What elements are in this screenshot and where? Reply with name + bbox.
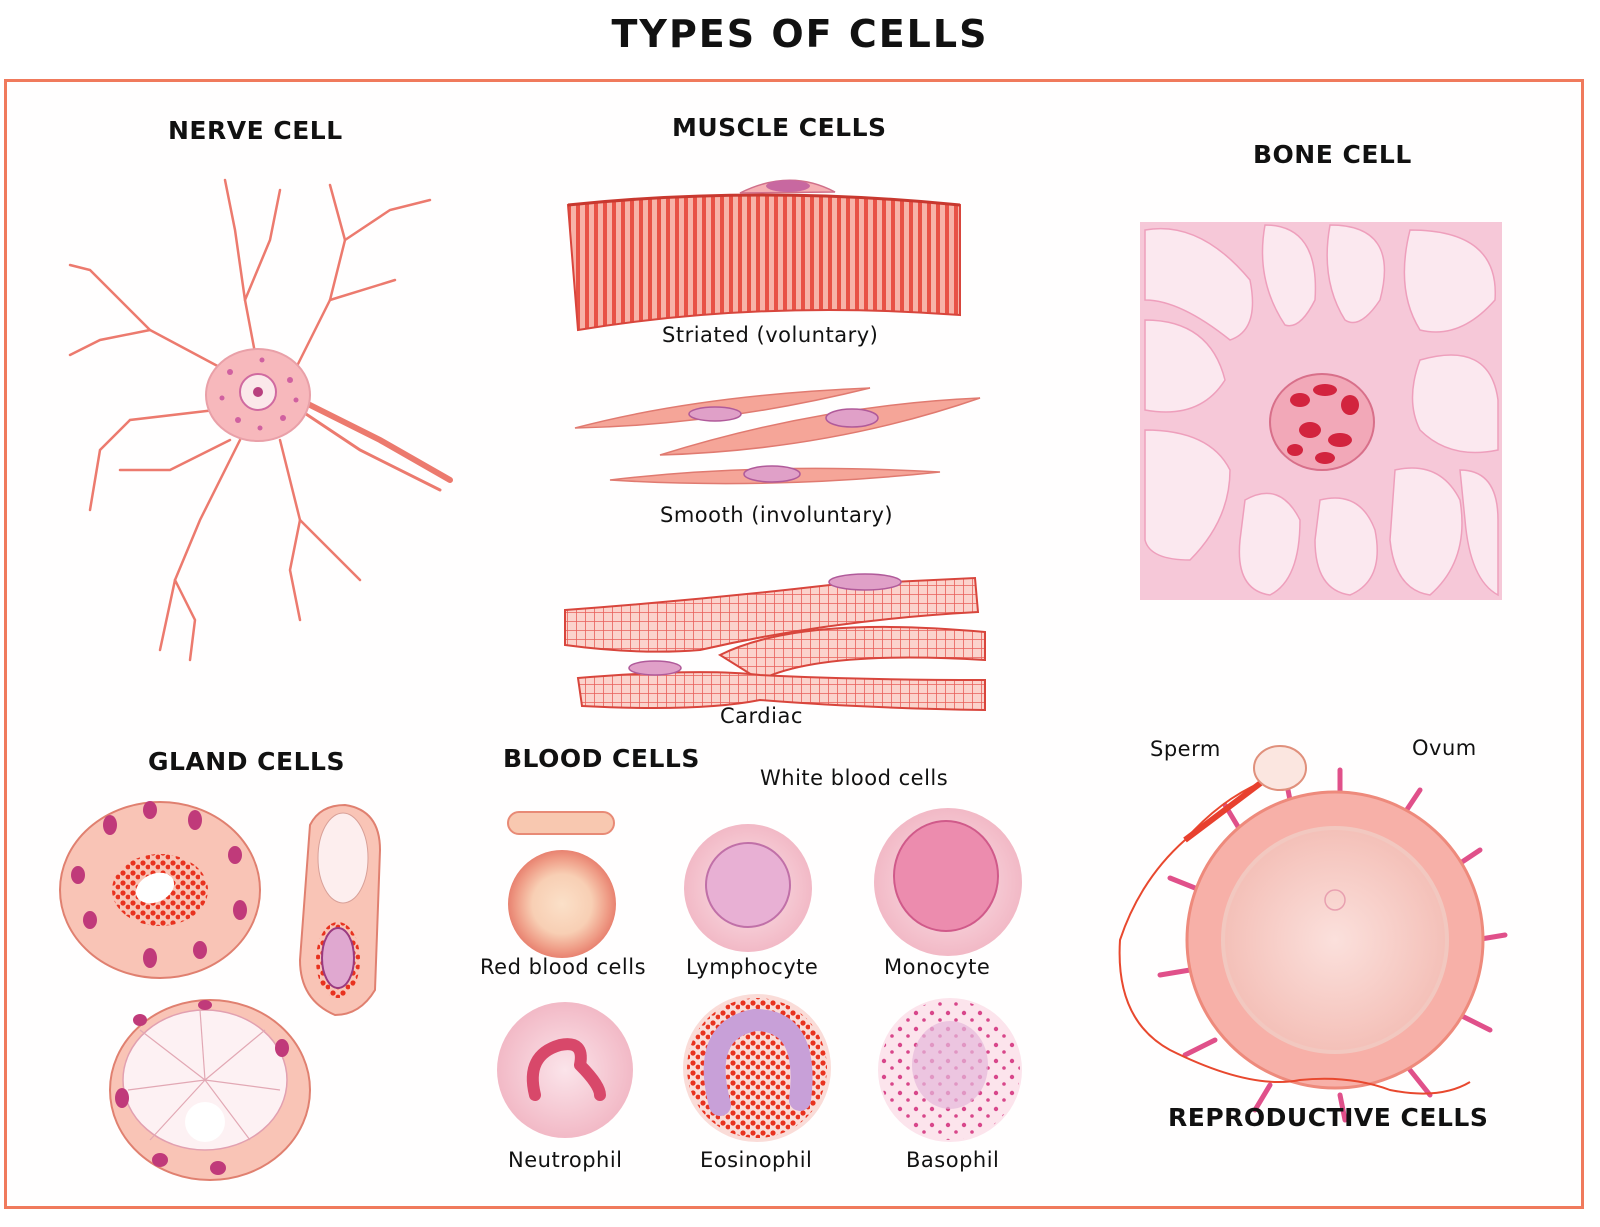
eosinophil-illustration <box>683 994 831 1142</box>
striated-label: Striated (voluntary) <box>662 323 879 347</box>
gland-cells-heading: GLAND CELLS <box>148 747 345 776</box>
neutrophil-label: Neutrophil <box>508 1148 623 1172</box>
smooth-muscle-illustration <box>574 387 981 485</box>
basophil-illustration <box>878 998 1022 1142</box>
cardiac-muscle-illustration <box>564 573 986 712</box>
bone-cell-illustration <box>1140 222 1502 600</box>
bone-cell-heading: BONE CELL <box>1253 140 1412 169</box>
red-blood-cells-label: Red blood cells <box>480 955 647 979</box>
nerve-cell-heading: NERVE CELL <box>168 116 343 145</box>
monocyte-label: Monocyte <box>884 955 991 979</box>
page-title: TYPES OF CELLS <box>611 12 989 56</box>
ovum-label: Ovum <box>1412 736 1477 760</box>
monocyte-illustration <box>874 808 1022 956</box>
muscle-cells-heading: MUSCLE CELLS <box>672 113 887 142</box>
nerve-cell-illustration <box>68 178 453 662</box>
smooth-label: Smooth (involuntary) <box>660 503 894 527</box>
reproductive-cells-illustration <box>1118 745 1508 1123</box>
white-blood-cells-label: White blood cells <box>760 766 949 790</box>
reproductive-cells-heading: REPRODUCTIVE CELLS <box>1168 1103 1489 1132</box>
gland-cells-illustration <box>59 801 382 1181</box>
lymphocyte-label: Lymphocyte <box>686 955 819 979</box>
neutrophil-illustration <box>497 1002 633 1138</box>
basophil-label: Basophil <box>906 1148 1000 1172</box>
blood-cells-heading: BLOOD CELLS <box>503 744 700 773</box>
lymphocyte-illustration <box>684 824 812 952</box>
sperm-label: Sperm <box>1150 737 1221 761</box>
striated-muscle-illustration <box>566 179 961 332</box>
cardiac-label: Cardiac <box>720 704 803 728</box>
eosinophil-label: Eosinophil <box>700 1148 813 1172</box>
blood-cells-illustration <box>497 808 1022 1142</box>
